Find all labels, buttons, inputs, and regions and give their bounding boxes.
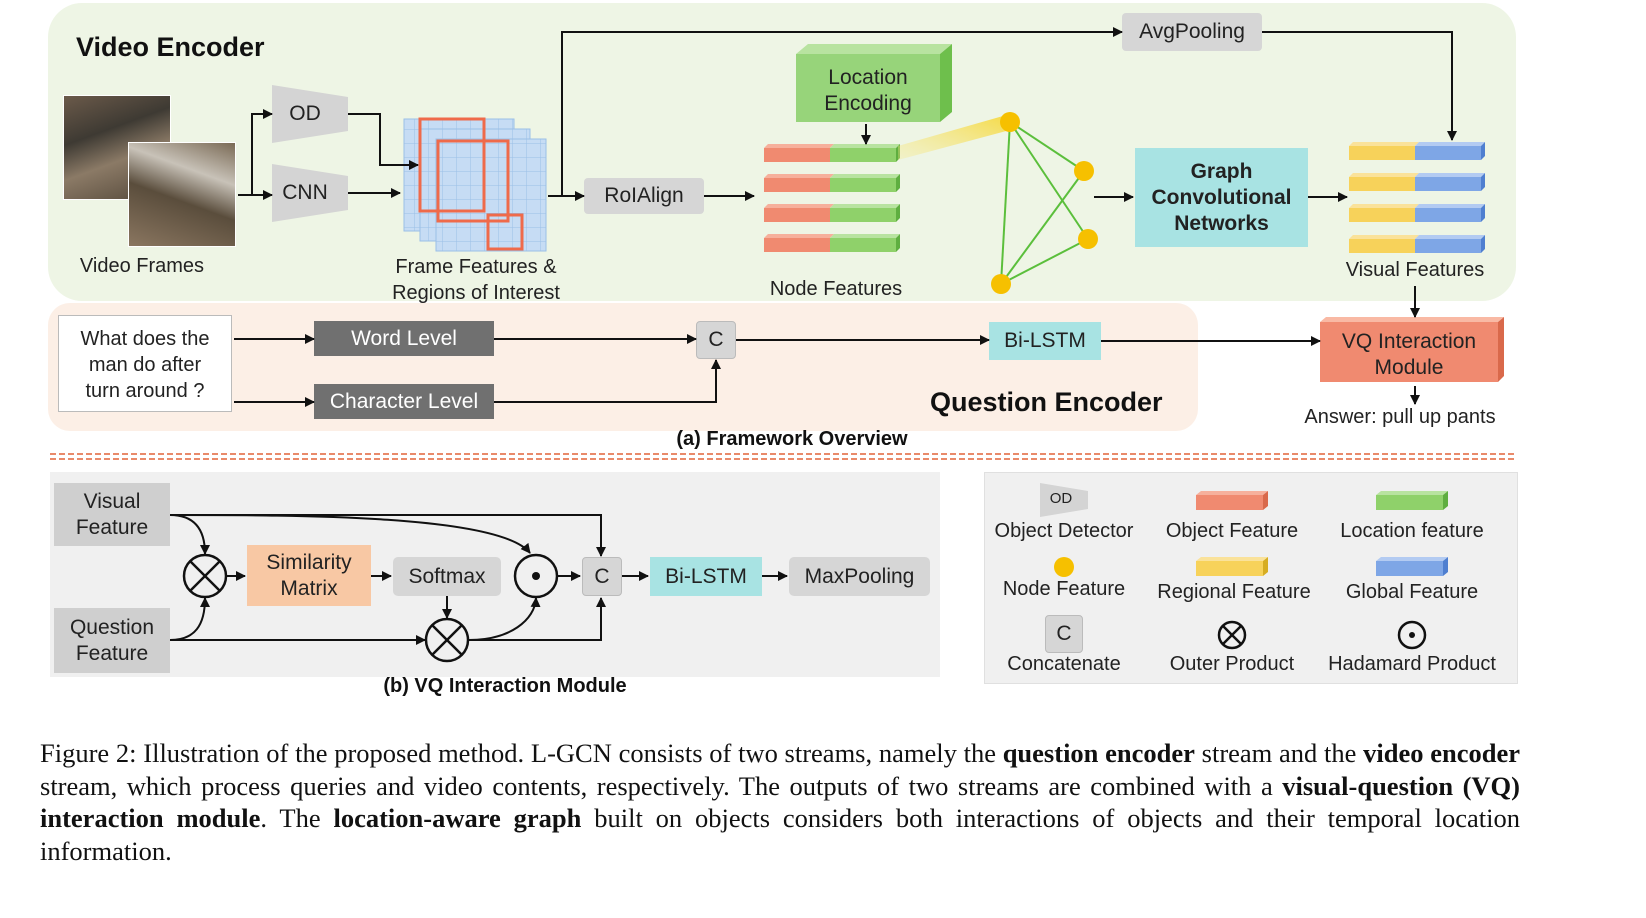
section-divider [50, 453, 1516, 460]
concat-legend-icon: C [1045, 615, 1083, 653]
similarity-label-2: Matrix [280, 576, 338, 600]
avgpooling-box: AvgPooling [1122, 13, 1262, 51]
cnn-trapezoid-icon [272, 164, 348, 222]
frame-features-label-1: Frame Features & [395, 256, 557, 278]
answer-label: Answer: pull up pants [1304, 406, 1496, 428]
vq-module-caption: (b) VQ Interaction Module [383, 675, 627, 697]
location-feature-legend-icon [1376, 491, 1448, 510]
node-feature-bars [764, 144, 900, 252]
hadamard-product-legend-label: Hadamard Product [1328, 653, 1496, 675]
frame-feature-grids [403, 117, 547, 252]
hadamard-product-icon [513, 553, 559, 599]
regional-feature-legend-icon [1196, 557, 1268, 576]
similarity-matrix-box: Similarity Matrix [247, 545, 371, 606]
gcn-label-1: Graph [1190, 159, 1253, 183]
cnn-label: CNN [282, 181, 328, 204]
question-feature-label-2: Feature [75, 641, 149, 665]
figure-caption: Figure 2: Illustration of the proposed m… [40, 737, 1520, 867]
caption-bold-1: question encoder [1002, 738, 1195, 768]
question-line-3: turn around ? [85, 380, 205, 402]
vq-module-label-1: VQ Interaction [1341, 330, 1477, 353]
caption-bold-4: location-aware graph [333, 803, 582, 833]
outer-product-legend-label: Outer Product [1169, 653, 1295, 675]
frame-features-label-2: Regions of Interest [392, 282, 560, 304]
question-line-1: What does the [80, 328, 210, 350]
gcn-box: Graph Convolutional Networks [1135, 148, 1308, 247]
softmax-box: Softmax [393, 557, 501, 596]
similarity-label-1: Similarity [266, 550, 352, 574]
graph-node-2 [1074, 161, 1094, 181]
object-feature-legend-label: Object Feature [1165, 520, 1299, 542]
outer-product-legend-icon [1217, 620, 1247, 650]
outer-product-icon-2 [424, 617, 470, 663]
visual-features-label: Visual Features [1345, 259, 1485, 281]
visual-feature-bars [1349, 142, 1485, 253]
caption-text-4: . The [260, 803, 334, 833]
maxpooling-box: MaxPooling [789, 557, 930, 596]
framework-overview-caption: (a) Framework Overview [676, 428, 908, 450]
node-features-label: Node Features [769, 278, 903, 300]
graph-node-1 [1000, 112, 1020, 132]
concatenate-legend-label: Concatenate [1007, 653, 1121, 675]
location-encoding-label-2: Encoding [824, 92, 912, 115]
caption-text-1: Figure 2: Illustration of the proposed m… [40, 738, 1003, 768]
graph-node-4 [991, 274, 1011, 294]
visual-feature-label-2: Feature [75, 515, 149, 539]
od-label: OD [289, 102, 321, 125]
global-feature-legend-icon [1376, 557, 1448, 576]
caption-text-3: stream, which process queries and video … [40, 770, 1283, 801]
video-frame-image-2 [128, 142, 236, 247]
od-trapezoid-icon [272, 85, 348, 143]
vq-module-label-2: Module [1374, 356, 1444, 379]
hadamard-product-legend-icon [1397, 620, 1427, 650]
location-feature-legend-label: Location feature [1340, 520, 1484, 542]
caption-text-2: stream and the [1194, 738, 1364, 768]
question-feature-label-1: Question [69, 615, 155, 639]
object-detector-legend-label: Object Detector [994, 520, 1134, 542]
concat-box-vq: C [582, 557, 622, 596]
gcn-label-2: Convolutional [1151, 185, 1292, 209]
object-feature-legend-icon [1196, 491, 1268, 510]
visual-feature-box: Visual Feature [54, 483, 170, 546]
word-level-box: Word Level [314, 321, 494, 356]
video-frames-label: Video Frames [79, 255, 205, 277]
bilstm-box-vq: Bi-LSTM [650, 557, 762, 596]
roialign-box: RoIAlign [584, 178, 704, 214]
caption-bold-2: video encoder [1363, 738, 1520, 768]
visual-feature-label-1: Visual [83, 489, 141, 513]
location-aware-graph [898, 112, 1098, 294]
question-feature-box: Question Feature [54, 608, 170, 673]
concat-box-question: C [696, 321, 736, 359]
bilstm-box-question: Bi-LSTM [989, 322, 1101, 360]
question-line-2: man do after [88, 354, 202, 376]
caption-text-5: built on objects considers both interact… [40, 803, 1521, 866]
video-encoder-title: Video Encoder [76, 32, 265, 62]
global-feature-legend-label: Global Feature [1345, 581, 1479, 603]
regional-feature-legend-label: Regional Feature [1157, 581, 1311, 603]
location-encoding-label-1: Location [828, 66, 908, 89]
vq-module-box-shape [1320, 317, 1504, 382]
node-feature-legend-icon [1054, 557, 1074, 577]
question-text-box: What does the man do after turn around ? [58, 315, 232, 412]
graph-node-3 [1078, 229, 1098, 249]
object-detector-legend-icon [1040, 483, 1088, 517]
character-level-box: Character Level [314, 384, 494, 419]
gcn-label-3: Networks [1174, 211, 1269, 235]
question-encoder-title: Question Encoder [930, 387, 1163, 417]
location-encoding-box-shape [796, 44, 952, 122]
node-feature-legend-label: Node Feature [1002, 578, 1126, 600]
caption-bold-3: visual-question (VQ) interaction module [40, 770, 1520, 834]
od-legend-symbol: OD [1049, 490, 1073, 507]
outer-product-icon-1 [182, 553, 228, 599]
